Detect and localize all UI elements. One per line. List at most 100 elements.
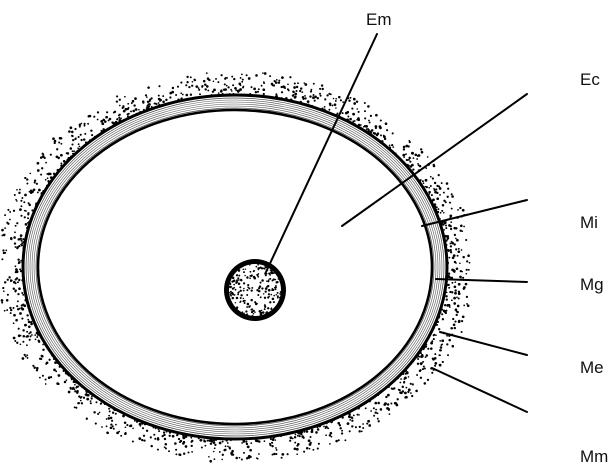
stipple-dot (389, 144, 391, 146)
stipple-dot (351, 425, 353, 427)
stipple-dot (182, 94, 184, 96)
stipple-dot (451, 193, 453, 195)
stipple-dot (400, 378, 402, 380)
stipple-dot (44, 157, 46, 159)
stipple-dot (416, 374, 418, 376)
stipple-dot (374, 411, 376, 413)
stipple-dot (185, 84, 187, 86)
stipple-dot (370, 115, 372, 117)
stipple-dot (325, 434, 327, 436)
stipple-dot (406, 371, 408, 373)
stipple-dot (296, 86, 298, 88)
stipple-dot (231, 450, 234, 453)
stipple-dot (408, 145, 410, 147)
stipple-dot (111, 121, 113, 123)
stipple-dot (434, 182, 436, 184)
stipple-dot (128, 113, 130, 115)
stipple-dot (380, 119, 382, 121)
stipple-dot (81, 123, 83, 125)
stipple-dot (424, 368, 426, 370)
stipple-dot (362, 423, 364, 425)
stipple-dot (39, 377, 41, 379)
stipple-dot (466, 296, 468, 298)
stipple-dot (296, 448, 299, 451)
stipple-dot (129, 425, 131, 427)
stipple-dot (231, 280, 233, 282)
stipple-dot (392, 146, 394, 148)
stipple-dot (240, 297, 242, 299)
stipple-dot (60, 154, 63, 157)
stipple-dot (151, 445, 153, 447)
stipple-dot (9, 219, 11, 221)
stipple-dot (127, 103, 129, 105)
stipple-dot (307, 100, 310, 103)
stipple-dot (289, 76, 291, 78)
stipple-dot (25, 223, 28, 226)
stipple-dot (14, 194, 16, 196)
stipple-dot (296, 453, 298, 455)
stipple-dot (186, 81, 188, 83)
stipple-dot (455, 308, 457, 310)
stipple-dot (263, 293, 264, 294)
stipple-dot (78, 136, 80, 138)
stipple-dot (180, 82, 182, 84)
stipple-dot (276, 79, 278, 81)
stipple-dot (209, 460, 212, 463)
stipple-dot (276, 449, 278, 451)
stipple-dot (448, 339, 451, 342)
stipple-dot (246, 294, 248, 296)
stipple-dot (74, 128, 76, 130)
stipple-dot (264, 304, 266, 306)
stipple-dot (449, 257, 451, 259)
stipple-dot (208, 456, 210, 458)
stipple-dot (179, 441, 181, 443)
stipple-dot (251, 289, 253, 291)
stipple-dot (20, 215, 22, 217)
stipple-dot (322, 88, 324, 90)
stipple-dot (455, 289, 457, 291)
stipple-dot (229, 448, 231, 450)
leader-line-mg (436, 279, 527, 282)
stipple-dot (19, 268, 21, 270)
stipple-dot (132, 110, 135, 113)
stipple-dot (116, 95, 118, 97)
stipple-dot (22, 357, 25, 360)
stipple-dot (452, 345, 454, 347)
stipple-dot (281, 457, 283, 459)
stipple-dot (22, 329, 24, 331)
stipple-dot (338, 439, 340, 441)
stipple-dot (373, 415, 375, 417)
stipple-dot (449, 242, 451, 244)
stipple-dot (233, 284, 235, 286)
stipple-dot (404, 396, 406, 398)
stipple-dot (311, 430, 314, 433)
stipple-dot (318, 443, 320, 445)
stipple-dot (163, 431, 165, 433)
stipple-dot (80, 134, 82, 136)
stipple-dot (132, 100, 135, 103)
stipple-dot (96, 401, 98, 403)
stipple-dot (253, 88, 256, 91)
stipple-dot (190, 437, 192, 439)
stipple-dot (420, 148, 422, 150)
stipple-dot (403, 156, 405, 158)
stipple-dot (157, 437, 159, 439)
stipple-dot (235, 302, 236, 303)
stipple-dot (403, 381, 405, 383)
stipple-dot (237, 293, 239, 295)
stipple-dot (106, 431, 109, 434)
stipple-dot (418, 164, 420, 166)
stipple-dot (405, 145, 408, 148)
stipple-dot (195, 85, 198, 88)
central-body (224, 259, 286, 321)
stipple-dot (246, 306, 248, 308)
stipple-dot (295, 434, 297, 436)
stipple-dot (262, 311, 265, 314)
stipple-dot (451, 195, 454, 198)
stipple-dot (213, 451, 215, 453)
stipple-dot (148, 103, 151, 106)
stipple-dot (433, 338, 435, 340)
stipple-dot (435, 191, 437, 193)
stipple-dot (264, 72, 267, 75)
stipple-dot (271, 445, 273, 447)
